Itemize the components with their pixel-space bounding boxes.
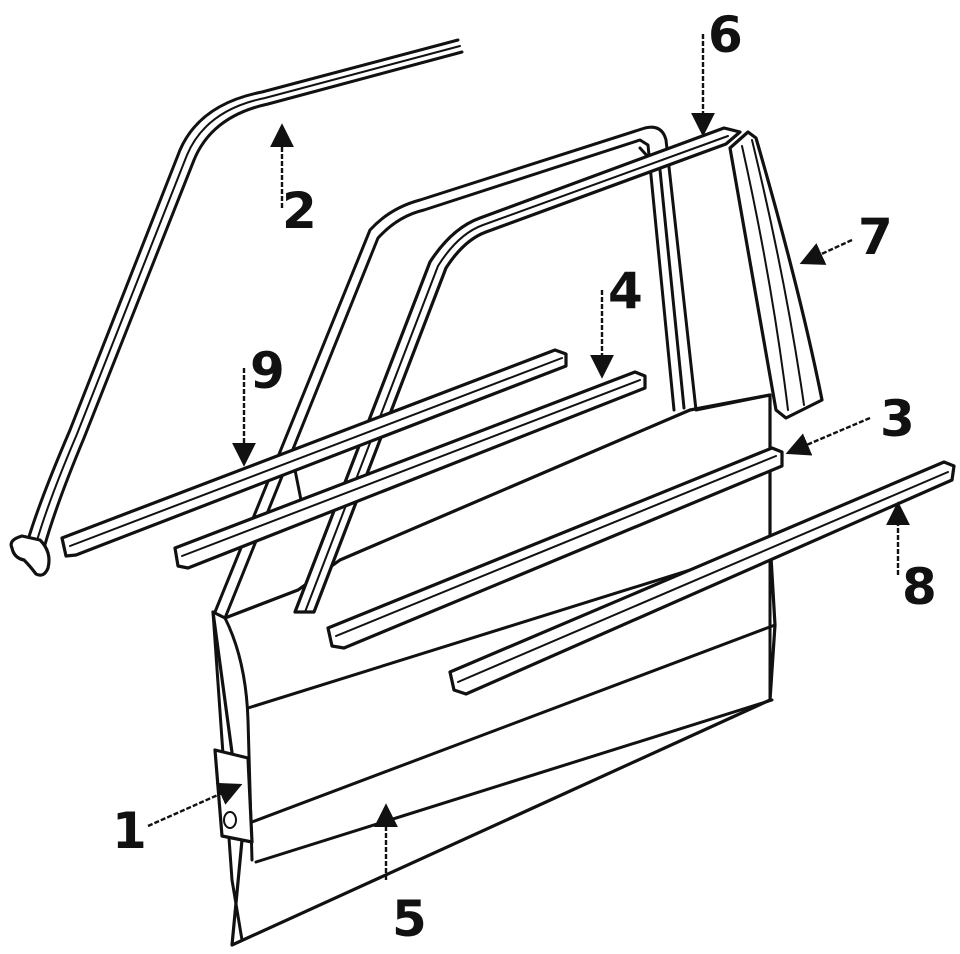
part-8-side-molding xyxy=(448,460,956,696)
part-3-side-molding xyxy=(326,446,784,650)
callout-4: 4 xyxy=(608,262,643,320)
callout-8: 8 xyxy=(902,558,937,616)
part-7-pillar-molding xyxy=(728,130,824,420)
part-9-belt-molding xyxy=(60,348,568,558)
part-2-weatherstrip xyxy=(9,38,464,577)
leader-lines xyxy=(147,34,910,880)
callouts: 1 2 3 4 5 6 7 8 9 xyxy=(112,6,937,948)
part-4-inner-belt xyxy=(173,370,647,570)
callout-9: 9 xyxy=(250,342,285,400)
part-6-sash-molding xyxy=(293,126,742,614)
callout-7: 7 xyxy=(858,208,893,266)
callout-2: 2 xyxy=(282,182,317,240)
callout-6: 6 xyxy=(708,6,743,64)
callout-1: 1 xyxy=(112,802,147,860)
leader-3 xyxy=(785,416,871,456)
leader-1 xyxy=(147,782,243,828)
leader-7 xyxy=(799,238,853,265)
callout-3: 3 xyxy=(880,390,915,448)
door-shell xyxy=(211,125,777,947)
callout-5: 5 xyxy=(392,890,427,948)
